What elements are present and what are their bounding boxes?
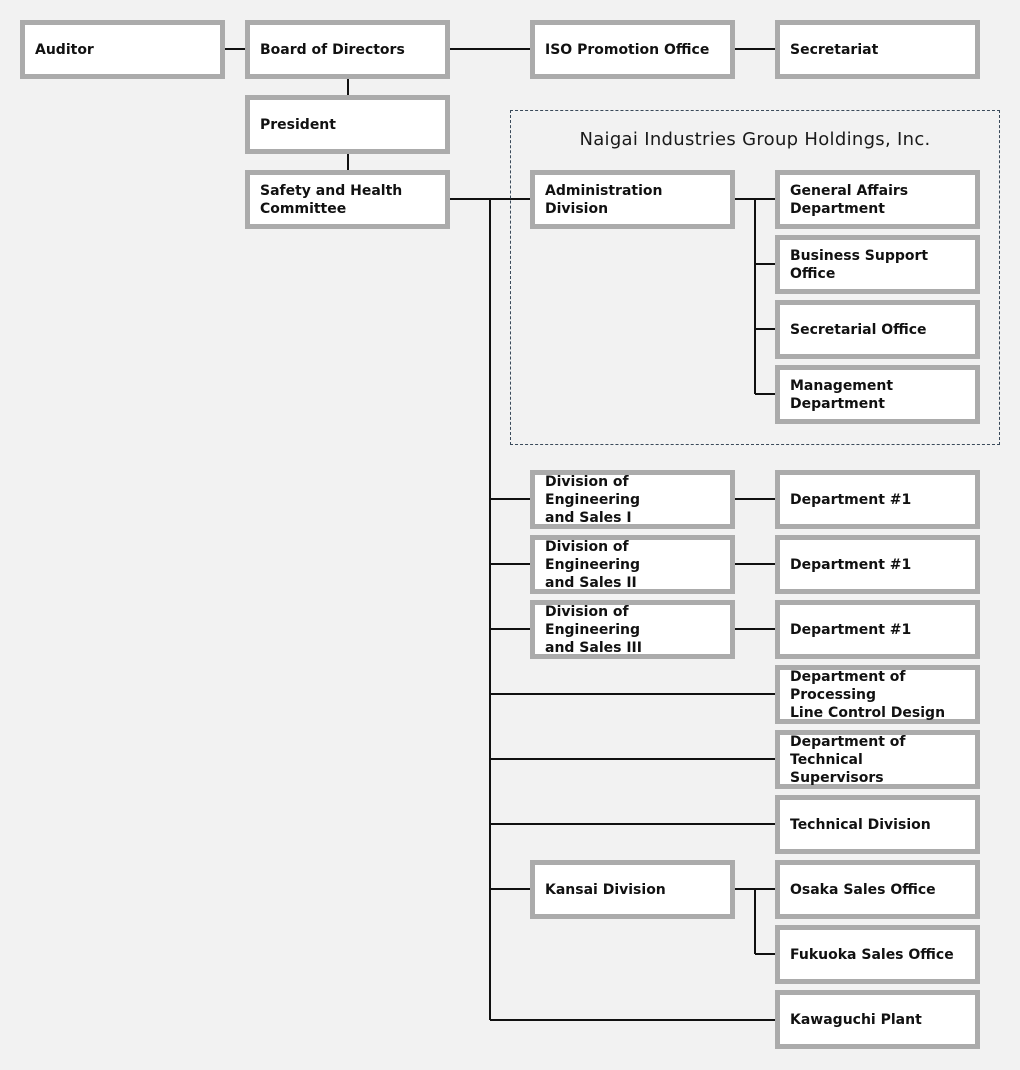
engineering-sales-1-box: Division of Engineering and Sales I bbox=[530, 470, 735, 529]
iso-promotion-office-box: ISO Promotion Office bbox=[530, 20, 735, 79]
auditor-box: Auditor bbox=[20, 20, 225, 79]
processing-line-control-design-box: Department of Processing Line Control De… bbox=[775, 665, 980, 724]
technical-division-box: Technical Division bbox=[775, 795, 980, 854]
engineering-sales-2-box: Division of Engineering and Sales II bbox=[530, 535, 735, 594]
management-department-box: Management Department bbox=[775, 365, 980, 424]
technical-supervisors-box: Department of Technical Supervisors bbox=[775, 730, 980, 789]
secretariat-box: Secretariat bbox=[775, 20, 980, 79]
safety-health-committee-box: Safety and Health Committee bbox=[245, 170, 450, 229]
osaka-sales-office-box: Osaka Sales Office bbox=[775, 860, 980, 919]
engineering-sales-3-box: Division of Engineering and Sales III bbox=[530, 600, 735, 659]
engineering-sales-2-department-box: Department #1 bbox=[775, 535, 980, 594]
business-support-office-box: Business Support Office bbox=[775, 235, 980, 294]
engineering-sales-1-department-box: Department #1 bbox=[775, 470, 980, 529]
board-of-directors-box: Board of Directors bbox=[245, 20, 450, 79]
kawaguchi-plant-box: Kawaguchi Plant bbox=[775, 990, 980, 1049]
president-box: President bbox=[245, 95, 450, 154]
secretarial-office-box: Secretarial Office bbox=[775, 300, 980, 359]
kansai-division-box: Kansai Division bbox=[530, 860, 735, 919]
general-affairs-department-box: General Affairs Department bbox=[775, 170, 980, 229]
engineering-sales-3-department-box: Department #1 bbox=[775, 600, 980, 659]
administration-division-box: Administration Division bbox=[530, 170, 735, 229]
group-title: Naigai Industries Group Holdings, Inc. bbox=[579, 129, 931, 150]
group-holdings-region: Naigai Industries Group Holdings, Inc. bbox=[510, 110, 1000, 445]
fukuoka-sales-office-box: Fukuoka Sales Office bbox=[775, 925, 980, 984]
